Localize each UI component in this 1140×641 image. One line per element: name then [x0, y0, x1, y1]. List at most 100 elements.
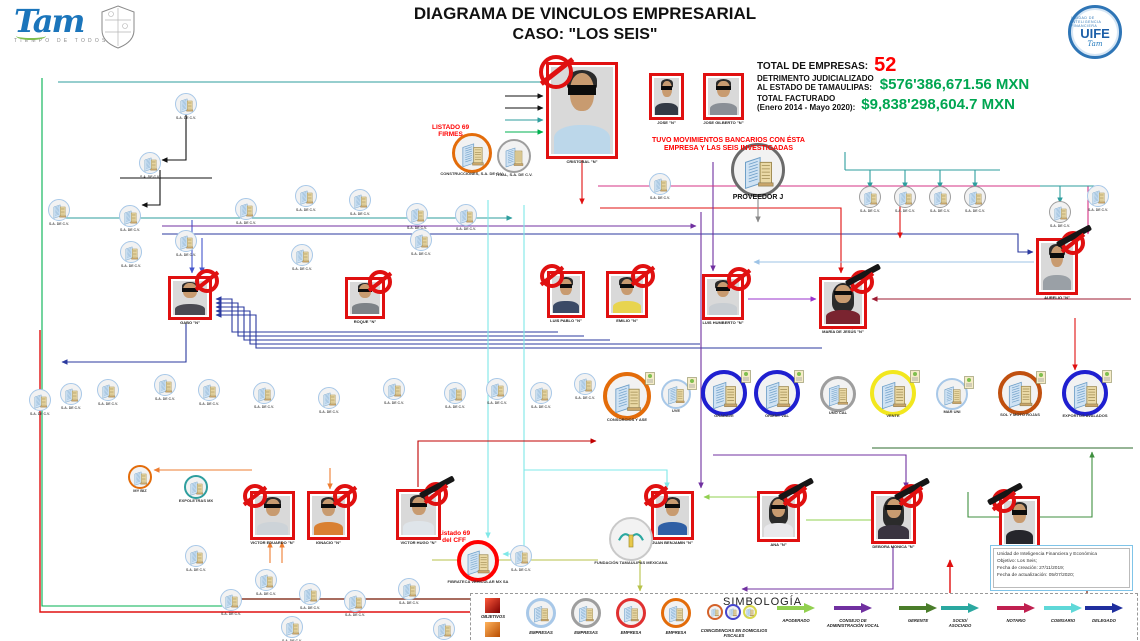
certificate-icon [910, 370, 920, 383]
building-icon [411, 208, 424, 223]
person-node-emilio-n[interactable]: EMILIO "N" [606, 264, 655, 323]
certificate-icon [645, 372, 655, 385]
company-node-construcciones-s-a-de-c-v[interactable]: CONSTRUCCIONES, S.A. DE C.V. [440, 133, 504, 176]
person-node-daniel-n[interactable]: DANIEL "N" [986, 482, 1040, 554]
small-company-node-2[interactable]: S.A. DE C.V. [119, 205, 141, 232]
prohibition-icon [893, 477, 931, 508]
company-node-expoletras-mx[interactable]: EXPOLETRAS MX [179, 475, 213, 503]
building-icon [729, 608, 737, 617]
case-info-line-2: Fecha de creación: 27/11/2019; [997, 566, 1065, 571]
small-company-node-32[interactable]: S.A. DE C.V. [510, 545, 532, 572]
edge-10 [215, 308, 700, 345]
small-company-node-1[interactable]: S.A. DE C.V. [139, 152, 161, 179]
small-company-node-25[interactable]: S.A. DE C.V. [185, 545, 207, 572]
small-company-node-31[interactable]: S.A. DE C.V. [433, 618, 455, 640]
small-company-node-20[interactable]: S.A. DE C.V. [383, 378, 405, 405]
small-company-node-5[interactable]: S.A. DE C.V. [175, 230, 197, 257]
person-node-mar-a-de-jes-s-n[interactable]: MARÍA DE JESÚS "N" [819, 263, 882, 334]
person-node-jose-gilberto-n[interactable]: JOSE GILBERTO "N" [703, 73, 744, 125]
company-node-uve[interactable]: UVE [661, 377, 697, 413]
small-company-node-22[interactable]: S.A. DE C.V. [486, 378, 508, 405]
company-node-fibrateca-vehicular-mx-sa[interactable]: FIBRATECA VEHICULAR MX SA [448, 540, 508, 584]
company-node-uno-cal[interactable]: UNO CAL [820, 376, 856, 415]
small-company-node-28[interactable]: S.A. DE C.V. [299, 583, 321, 610]
small-company-node-35[interactable]: S.A. DE C.V. [894, 186, 916, 213]
person-node-victor-hugo-n[interactable]: VICTOR HUGO "N" [396, 475, 456, 545]
small-company-node-4[interactable]: S.A. DE C.V. [48, 199, 70, 226]
company-node-trial-s-a-de-c-v[interactable]: TRIAL, S.A. DE C.V. [496, 139, 532, 177]
person-node-gabo-n[interactable]: GABO "N" [168, 269, 219, 325]
company-node-orient-val[interactable]: ORIENT VAL [754, 370, 804, 418]
small-company-node-10[interactable]: S.A. DE C.V. [455, 204, 477, 231]
small-company-node-23[interactable]: S.A. DE C.V. [530, 382, 552, 409]
small-company-node-17[interactable]: S.A. DE C.V. [198, 379, 220, 406]
person-torso [655, 102, 678, 115]
person-node-jose-n[interactable]: JOSE "N" [649, 73, 684, 125]
small-company-node-33[interactable]: S.A. DE C.V. [281, 616, 303, 641]
person-node-victor-eduardo-n[interactable]: VICTOR EDUARDO "N" [243, 484, 295, 545]
company-node-exportos-avalados[interactable]: EXPORTOS AVALADOS [1062, 370, 1112, 418]
company-node-fundaci-n-tamaulipas-mexicana[interactable]: FUNDACIÓN TAMAULIPAS MEXICANA [594, 517, 668, 565]
small-company-node-16[interactable]: S.A. DE C.V. [154, 374, 176, 401]
company-name: S.A. DE C.V. [291, 267, 313, 271]
company-name: S.A. DE C.V. [344, 613, 366, 617]
person-photo [656, 496, 689, 535]
small-company-node-37[interactable]: S.A. DE C.V. [964, 186, 986, 213]
company-name: FIBRATECA VEHICULAR MX SA [447, 579, 509, 584]
company-node-gradave[interactable]: GRADAVE [701, 370, 751, 418]
small-company-node-3[interactable]: S.A. DE C.V. [120, 241, 142, 268]
small-company-node-11[interactable]: S.A. DE C.V. [291, 244, 313, 271]
person-node-roque-n[interactable]: ROQUE "N" [345, 270, 392, 324]
building-icon [240, 203, 253, 218]
small-company-node-8[interactable]: S.A. DE C.V. [349, 189, 371, 216]
person-node-cristobal-n[interactable]: CRISTOBAL "N" [539, 55, 618, 164]
person-node-luis-pablo-n[interactable]: LUIS PABLO "N" [540, 264, 585, 323]
edge-20 [502, 205, 525, 557]
company-name: S.A. DE C.V. [444, 405, 466, 409]
small-company-node-6[interactable]: S.A. DE C.V. [235, 198, 257, 225]
small-company-node-0[interactable]: S.A. DE C.V. [175, 93, 197, 120]
legend-circle-empresas-1 [571, 598, 601, 628]
small-company-node-40[interactable]: S.A. DE C.V. [649, 173, 671, 200]
small-company-node-15[interactable]: S.A. DE C.V. [97, 379, 119, 406]
person-node-ana-n[interactable]: ANA "N" [757, 477, 815, 547]
legend-label: EMPRESAS [529, 630, 553, 635]
small-company-node-34[interactable]: S.A. DE C.V. [859, 186, 881, 213]
edge-24 [713, 454, 909, 489]
company-node-mar-uni[interactable]: MAR UNI [936, 376, 974, 414]
person-node-ignacio-n[interactable]: IGNACIO "N" [307, 484, 357, 545]
small-company-node-21[interactable]: S.A. DE C.V. [444, 382, 466, 409]
company-name: EXPOLETRAS MX [178, 498, 214, 503]
person-photo [708, 78, 739, 115]
company-node-my-biz[interactable]: MY BIZ [128, 465, 152, 493]
person-photo [551, 67, 613, 154]
small-company-node-18[interactable]: S.A. DE C.V. [253, 382, 275, 409]
small-company-node-19[interactable]: S.A. DE C.V. [318, 387, 340, 414]
small-company-node-7[interactable]: S.A. DE C.V. [295, 185, 317, 212]
small-company-node-9[interactable]: S.A. DE C.V. [406, 203, 428, 230]
company-node-proveedor-j[interactable]: PROVEEDOR J [731, 143, 785, 201]
small-company-node-14[interactable]: S.A. DE C.V. [60, 383, 82, 410]
eye-censor-bar [1049, 252, 1065, 259]
building-icon [969, 191, 982, 206]
person-node-luis-humberto-n[interactable]: LUIS HUMBERTO "N" [702, 267, 751, 325]
small-company-node-24[interactable]: S.A. DE C.V. [574, 373, 596, 400]
company-name: S.A. DE C.V. [235, 221, 257, 225]
small-company-node-27[interactable]: S.A. DE C.V. [255, 569, 277, 596]
small-company-node-39[interactable]: S.A. DE C.V. [1087, 185, 1109, 212]
person-node-aurelio-n[interactable]: AURELIO "N" [1036, 224, 1093, 300]
company-node-consorcios-y-ase[interactable]: CONSORCIOS Y ASE [603, 372, 655, 422]
person-node-juan-benjamin-n[interactable]: JUAN BENJAMIN "N" [644, 484, 694, 545]
company-node-sol-y-moto-rojas[interactable]: SOL Y MOTO ROJAS [998, 371, 1046, 417]
person-node-debora-monica-n[interactable]: DEBORA MONICA "N" [871, 477, 931, 549]
small-company-node-12[interactable]: S.A. DE C.V. [410, 229, 432, 256]
company-node-vente[interactable]: VENTE [870, 370, 920, 418]
small-company-node-36[interactable]: S.A. DE C.V. [929, 186, 951, 213]
small-company-node-13[interactable]: S.A. DE C.V. [29, 389, 51, 416]
small-company-node-29[interactable]: S.A. DE C.V. [344, 590, 366, 617]
building-icon [53, 204, 66, 219]
small-company-node-30[interactable]: S.A. DE C.V. [398, 578, 420, 605]
uife-sub-label: Tam [1087, 40, 1103, 48]
